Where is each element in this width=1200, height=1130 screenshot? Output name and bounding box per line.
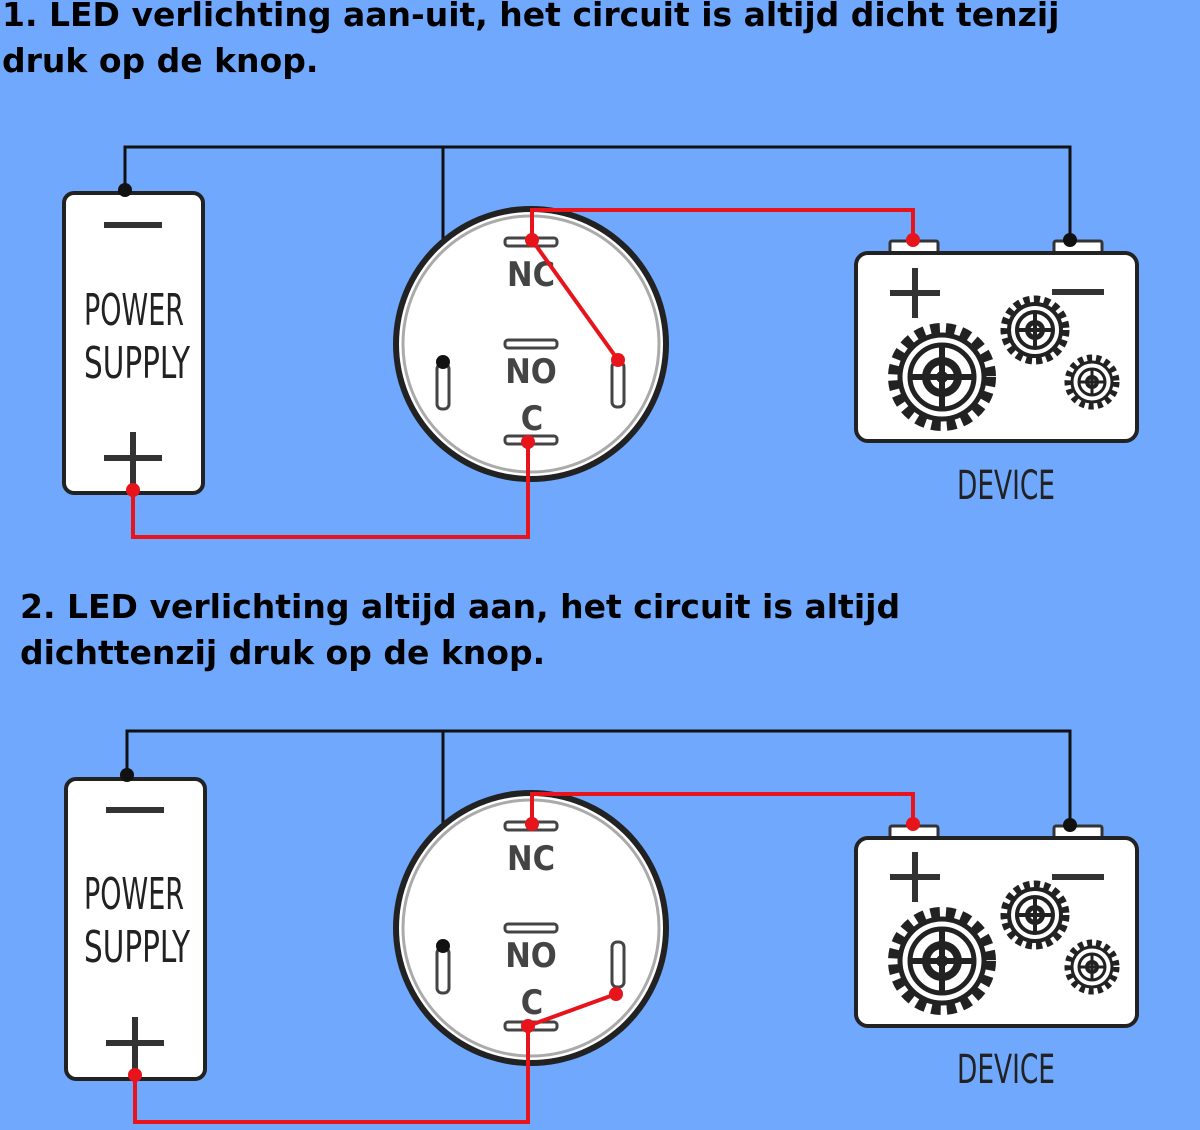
c-terminal-label: C [521,399,543,439]
switch-contact-line [527,992,617,1028]
junction-dot [436,355,450,369]
junction-dot [126,483,140,497]
push-button-switch: NC NO C [393,206,669,482]
device-label: DEVICE [957,463,1055,509]
device-label: DEVICE [957,1047,1055,1093]
nc-to-device-wire [530,208,915,240]
junction-dot [120,768,134,782]
junction-dot [521,1019,535,1033]
junction-dot [609,987,623,1001]
junction-dot [906,817,920,831]
nc-to-device-wire [530,792,915,824]
title-line: 2. LED verlichting altijd aan, het circu… [20,587,901,626]
junction-dot [128,1068,142,1082]
title-line: druk op de knop. [2,41,319,80]
c-terminal-label: C [521,983,543,1023]
power-label: POWER [84,869,184,920]
title-line: 1. LED verlichting aan-uit, het circuit … [2,0,1060,34]
switch-contact-line [530,238,620,362]
junction-dot [906,233,920,247]
positive-wire [131,442,530,539]
junction-dot [525,233,539,247]
supply-label: SUPPLY [84,922,191,973]
device: DEVICE [854,824,1139,1093]
negative-wire [125,729,1072,825]
gear-icon [895,330,989,424]
junction-dot [525,817,539,831]
junction-dot [1063,233,1077,247]
no-terminal-label: NO [505,352,557,392]
device: DEVICE [854,239,1139,509]
no-terminal-label: NO [505,936,557,976]
junction-dot [611,353,625,367]
positive-wire [133,1026,530,1124]
power-supply: POWER SUPPLY [62,191,205,495]
diagram-1-title: 1. LED verlichting aan-uit, het circuit … [2,0,1059,84]
junction-dot [521,435,535,449]
diagram-2: POWER SUPPLY NC NO C [64,729,1139,1124]
gear-icon [895,914,989,1008]
nc-terminal-label: NC [507,839,555,879]
supply-label: SUPPLY [84,338,191,389]
diagram-1: POWER SUPPLY NC NO C [62,145,1139,539]
junction-dot [436,939,450,953]
power-label: POWER [84,285,184,336]
junction-dot [1063,818,1077,832]
negative-wire [123,145,1072,240]
junction-dot [118,183,132,197]
diagram-2-title: 2. LED verlichting altijd aan, het circu… [20,584,900,676]
power-supply: POWER SUPPLY [64,777,207,1081]
title-line: dichttenzij druk op de knop. [20,633,546,672]
